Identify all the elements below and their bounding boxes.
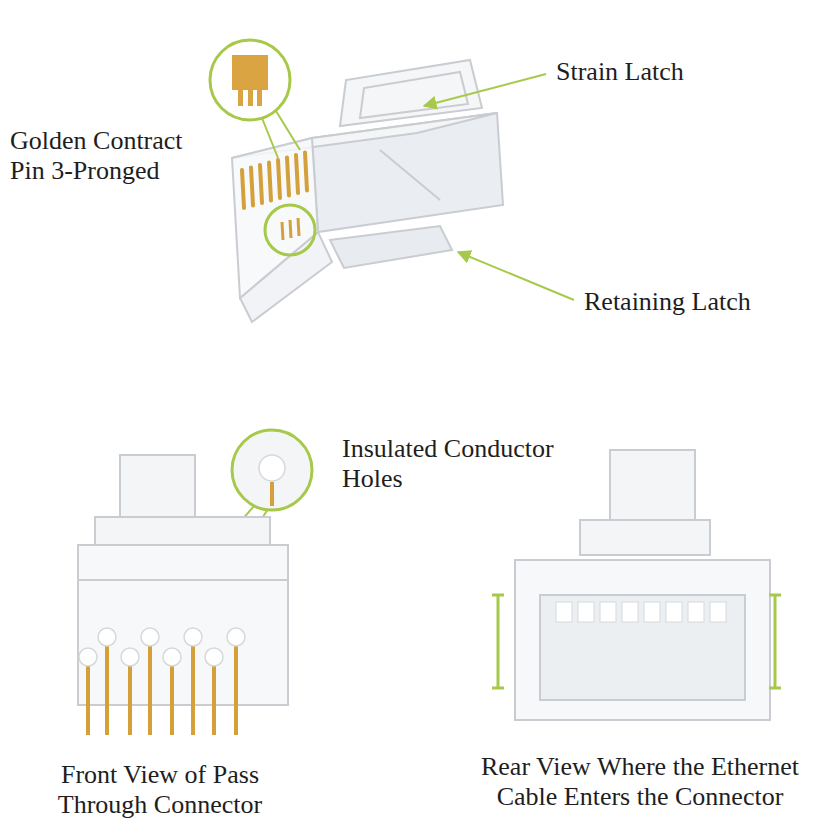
height-brackets [492,595,781,688]
gold-pin [278,160,280,198]
conductor-hole [141,628,159,646]
conductor-hole [259,455,285,481]
bracket [769,595,781,688]
pin-slot [578,602,594,622]
gold-pin [191,646,195,735]
plug-edge [380,150,440,200]
part-label: Insulated Conductor Holes [342,434,557,494]
part-label: Strain Latch [556,57,816,87]
gold-pin [296,155,298,193]
conductor-hole [79,648,97,666]
callout-circle [210,40,290,120]
pin-slot [644,602,660,622]
pin-slot [666,602,682,622]
leader-arrow [424,74,546,106]
front-body [78,545,288,705]
conductor-hole [98,628,116,646]
front-pins [88,646,236,735]
gold-pin [242,170,244,208]
cable-opening [540,595,745,700]
rear-step [580,520,710,555]
pin-slot [556,602,572,622]
front-step [95,517,270,545]
conductor-hole [121,648,139,666]
leader-line [262,118,278,158]
gold-pin [170,666,174,735]
gold-pin [287,158,289,196]
plug-front [232,138,318,298]
bracket [492,595,504,688]
gold-pin [86,666,90,735]
gold-pin [234,646,238,735]
leader-line [276,111,300,150]
gold-pin [298,218,299,236]
gold-pin [290,220,291,238]
retaining-latch [330,226,452,268]
gold-pin [305,153,307,191]
pin-slot [622,602,638,622]
conductor-hole [163,648,181,666]
conductor-hole [205,648,223,666]
gold-pin [270,482,274,506]
callout-circle [232,430,312,510]
leader-arrow [458,252,574,300]
front-edge [78,579,288,581]
rear-latch [610,450,695,520]
gold-pin [260,165,262,203]
strain-latch-inner [360,72,468,118]
rear-body [515,560,770,720]
gold-pin [251,168,253,206]
gold-pin [269,163,271,201]
part-label: Front View of Pass Through Connector [35,760,285,820]
gold-pin [148,646,152,735]
strain-latch [340,60,482,126]
pin-slot [688,602,704,622]
pin-detail [282,218,299,240]
front-latch [120,455,195,517]
pin-slot [710,602,726,622]
part-label: Golden Contract Pin 3-Pronged [10,126,210,186]
conductor-hole [227,628,245,646]
part-label: Retaining Latch [584,287,824,317]
conductor-hole [184,628,202,646]
pin-slot [600,602,616,622]
rear-view-plug [515,450,770,720]
gold-pin [128,666,132,735]
gold-pin [105,646,109,735]
gold-pin [282,222,283,240]
gold-pins [242,153,307,209]
conductor-holes [79,628,245,666]
part-label: Rear View Where the Ethernet Cable Enter… [450,752,830,812]
gold-pin [212,666,216,735]
rear-slots [556,602,726,622]
callout-circle [265,205,315,255]
gold-contact-icon [232,55,268,106]
